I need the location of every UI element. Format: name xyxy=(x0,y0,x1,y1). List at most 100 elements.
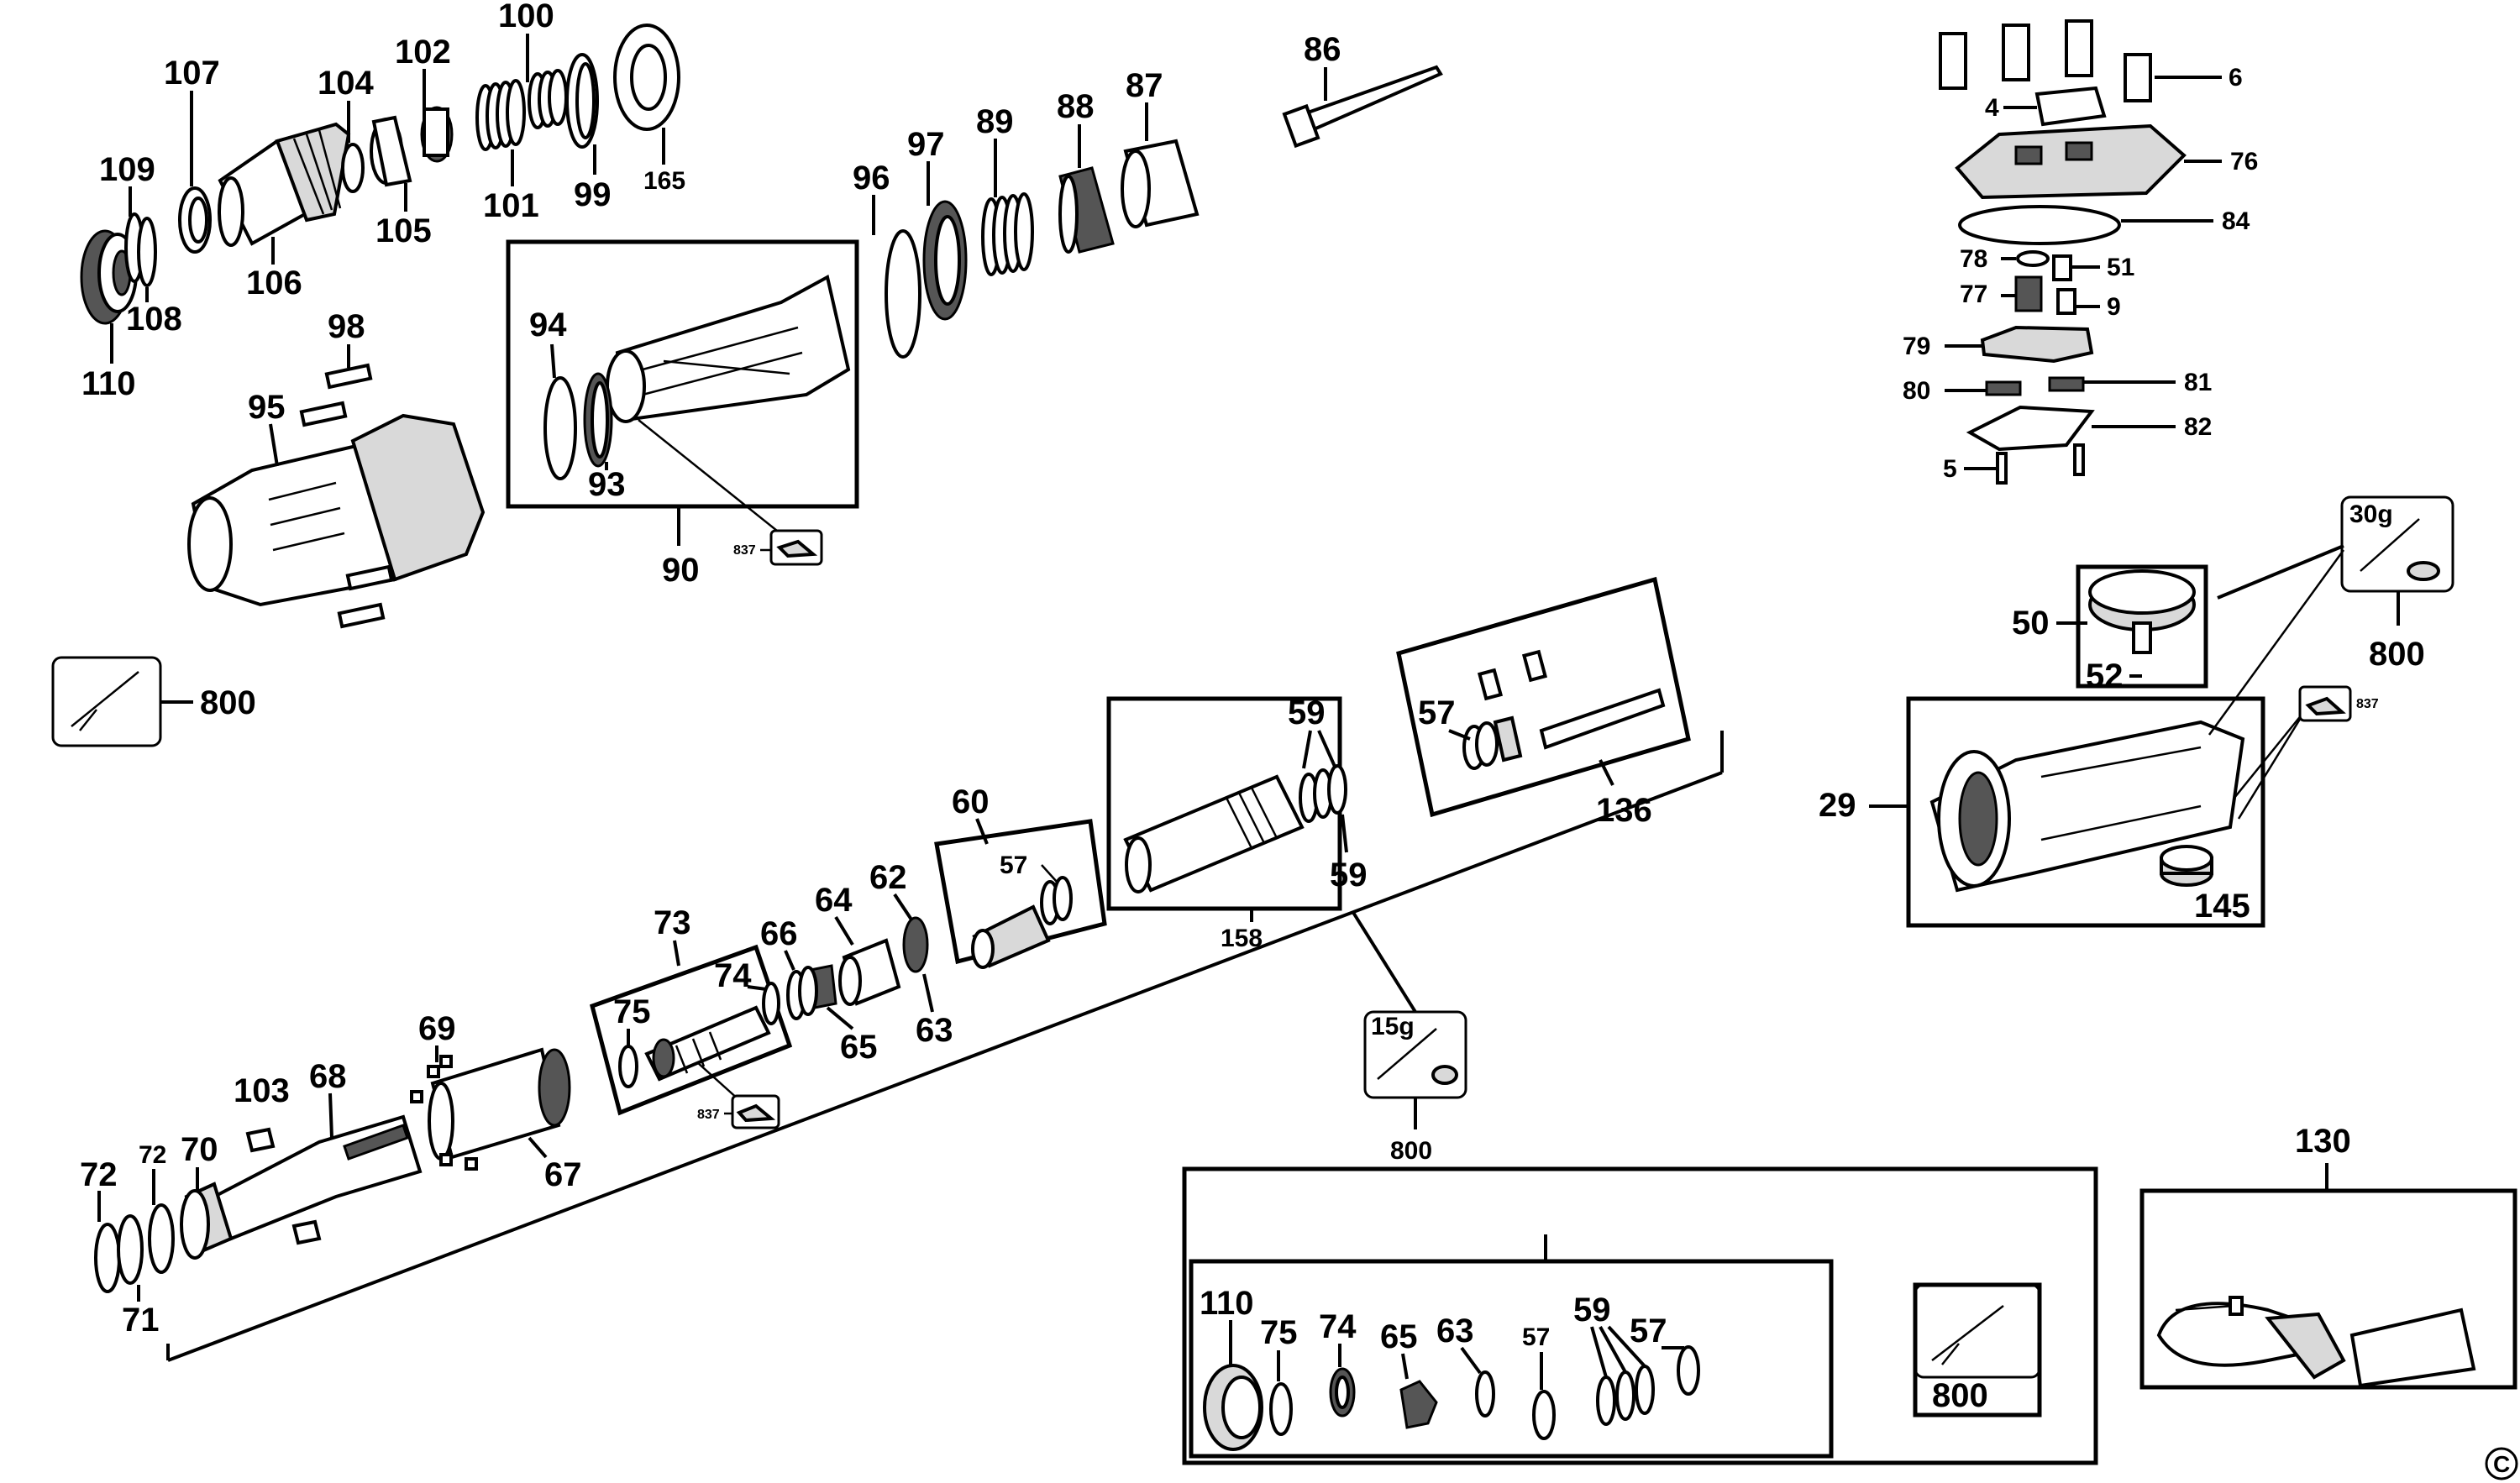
part-76-board xyxy=(1955,123,2187,200)
part-101-spring xyxy=(475,79,526,151)
label-57-a: 57 xyxy=(1418,694,1456,731)
label-80: 80 xyxy=(1903,377,1930,405)
part-100-spring xyxy=(528,69,568,129)
icon-837-c xyxy=(731,1094,780,1129)
part-97-bearing xyxy=(922,200,968,321)
label-837-c: 837 xyxy=(697,1108,720,1122)
copyright-mark: C xyxy=(2485,1447,2518,1480)
part-29-gear-housing xyxy=(1929,720,2245,893)
part-73-striker xyxy=(644,1005,771,1082)
label-64: 64 xyxy=(815,882,853,919)
label-69: 69 xyxy=(418,1010,456,1047)
label-50: 50 xyxy=(2012,605,2050,642)
part-99-ring xyxy=(565,53,599,149)
label-76: 76 xyxy=(2230,148,2258,176)
part-4-block xyxy=(2034,86,2107,127)
label-800-b: 800 xyxy=(200,684,256,721)
group-box-73 xyxy=(590,944,793,1116)
kit-part-59 xyxy=(1596,1365,1655,1426)
part-70-cap xyxy=(180,1182,234,1260)
label-145: 145 xyxy=(2194,888,2250,925)
kit-box-inner xyxy=(1189,1259,1834,1459)
label-6: 6 xyxy=(2229,64,2243,92)
part-86-tool xyxy=(1282,65,1443,149)
kit-label-59: 59 xyxy=(1573,1292,1611,1328)
label-79: 79 xyxy=(1903,333,1930,360)
label-108: 108 xyxy=(126,301,182,338)
part-102-cage xyxy=(420,106,454,163)
kit-box-outer xyxy=(1182,1166,2098,1465)
label-9: 9 xyxy=(2107,293,2121,321)
part-60-piston xyxy=(971,876,1073,969)
part-94-ring xyxy=(543,376,577,480)
label-837-a: 837 xyxy=(733,543,756,558)
part-5-screws xyxy=(1996,443,2085,485)
label-57-b: 57 xyxy=(1000,852,1027,879)
part-69-balls xyxy=(410,1055,478,1171)
part-82-plate xyxy=(1966,405,2095,452)
label-800-c: 800 xyxy=(1390,1137,1432,1165)
label-71: 71 xyxy=(122,1302,160,1339)
label-67: 67 xyxy=(544,1156,582,1193)
part-103-block xyxy=(245,1127,322,1245)
kit-label-57-a: 57 xyxy=(1522,1323,1550,1351)
label-90: 90 xyxy=(662,552,700,589)
label-72-a: 72 xyxy=(80,1156,118,1193)
part-64-sleeve xyxy=(838,938,901,1006)
kit-part-65 xyxy=(1399,1380,1438,1429)
label-158: 158 xyxy=(1221,925,1263,952)
label-30g: 30g xyxy=(2349,500,2393,528)
part-96-clip xyxy=(885,229,921,359)
kit-part-57-a xyxy=(1532,1390,1556,1440)
label-93: 93 xyxy=(588,466,626,503)
part-130-side-handle xyxy=(2156,1296,2476,1388)
label-130: 130 xyxy=(2295,1123,2351,1160)
part-50-gear xyxy=(2088,569,2196,654)
part-165-washer xyxy=(613,24,680,131)
label-68: 68 xyxy=(309,1058,347,1095)
label-837-b: 837 xyxy=(2356,697,2379,711)
label-77: 77 xyxy=(1960,280,1987,308)
label-4: 4 xyxy=(1985,94,1999,122)
label-81: 81 xyxy=(2184,369,2212,396)
part-106-sleeve xyxy=(218,122,351,247)
icon-837-b xyxy=(2298,685,2352,722)
label-78: 78 xyxy=(1960,245,1987,273)
label-60: 60 xyxy=(952,783,990,820)
label-74: 74 xyxy=(714,957,752,994)
kit-800-frame xyxy=(1913,1282,2042,1417)
kit-grease-icon-800 xyxy=(1914,1283,2041,1379)
label-136: 136 xyxy=(1596,792,1652,829)
label-800-a: 800 xyxy=(2369,636,2425,673)
kit-label-57-b: 57 xyxy=(1630,1313,1667,1349)
part-145-bearing xyxy=(2160,845,2213,887)
label-107: 107 xyxy=(164,55,220,92)
part-93-ring xyxy=(583,372,613,468)
label-84: 84 xyxy=(2222,207,2250,235)
label-72-b: 72 xyxy=(139,1141,166,1169)
kit-label-63: 63 xyxy=(1436,1313,1474,1349)
label-66: 66 xyxy=(760,915,798,952)
label-73: 73 xyxy=(654,904,691,941)
part-136-shaft xyxy=(1477,649,1666,750)
part-72-rings xyxy=(94,1203,175,1293)
part-77-actuator xyxy=(2014,275,2043,312)
label-96: 96 xyxy=(853,160,890,197)
label-59-b: 59 xyxy=(1330,857,1368,893)
part-98-pins xyxy=(299,363,394,629)
label-52: 52 xyxy=(2086,658,2124,694)
part-95-housing xyxy=(187,413,486,607)
part-75-ring xyxy=(618,1045,638,1088)
part-6-screws xyxy=(1939,19,2152,102)
label-109: 109 xyxy=(99,151,155,188)
label-59-a: 59 xyxy=(1288,694,1326,731)
kit-part-75 xyxy=(1269,1382,1293,1436)
part-108-ring xyxy=(137,217,157,287)
kit-label-75: 75 xyxy=(1260,1314,1298,1351)
label-97: 97 xyxy=(907,126,945,163)
group-box-29 xyxy=(1906,696,2265,928)
part-89-spring xyxy=(981,192,1034,276)
label-99: 99 xyxy=(574,176,612,213)
part-158-piston xyxy=(1123,774,1305,893)
